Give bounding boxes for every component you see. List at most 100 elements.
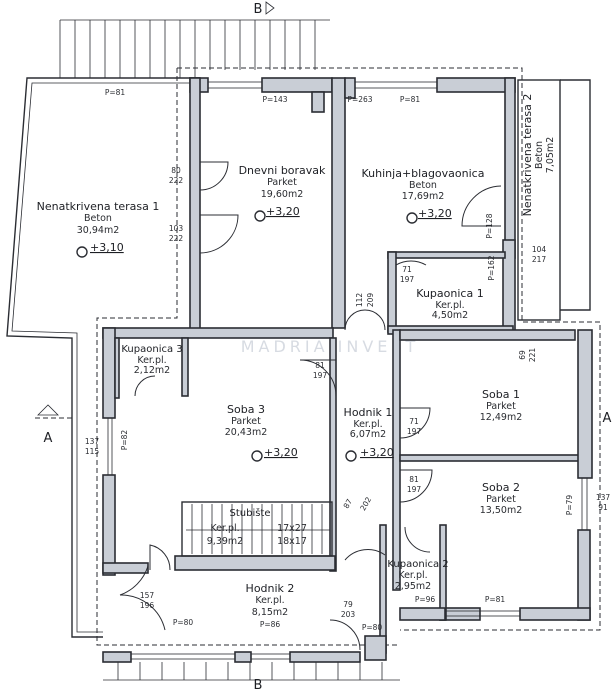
plan-label: Kuhinja+blagovaonica [362, 167, 485, 180]
balcony-railing-top [59, 19, 330, 78]
plan-label: 197 [400, 275, 415, 284]
room-kupaonica-2: Kupaonica 2 Ker.pl. 2,95m2 [387, 559, 448, 592]
plan-label: +3,20 [360, 446, 394, 459]
balcony-railing-bottom [103, 662, 400, 681]
level-marker-icons [76, 210, 418, 462]
plan-label: 197 [407, 427, 422, 436]
plan-label: 137 [85, 437, 100, 446]
plan-label: Soba 1 [482, 388, 520, 401]
plan-label: 197 [313, 371, 328, 380]
section-marker-a-left: A [44, 431, 53, 446]
room-hodnik-2: Hodnik 2 Ker.pl. 8,15m2 [246, 582, 295, 618]
plan-label: 157 [140, 591, 155, 600]
plan-label: P=80 [173, 618, 194, 627]
plan-label: Hodnik 2 [246, 582, 295, 595]
plan-label: 9,39m2 [207, 536, 243, 547]
section-marker-a-right: A [603, 411, 612, 426]
plan-label: 19,60m2 [261, 189, 304, 200]
windows [107, 81, 588, 660]
plan-label: 222 [169, 234, 184, 243]
plan-label: 80 [171, 166, 181, 175]
dimension-labels: P=81 P=143 P=263 P=81 80 222 103 222 104… [85, 88, 611, 632]
plan-label: +3,20 [264, 446, 298, 459]
section-marker-b-bottom: B [254, 678, 263, 690]
plan-label: P=79 [565, 495, 574, 516]
plan-label: 79 [343, 600, 353, 609]
room-dnevni-boravak: Dnevni boravak Parket 19,60m2 +3,20 [239, 164, 326, 218]
plan-label: Parket [486, 401, 516, 412]
plan-label: +3,20 [266, 205, 300, 218]
plan-label: P=96 [415, 595, 436, 604]
plan-label: 2,95m2 [395, 581, 431, 592]
plan-label: P=162 [487, 255, 496, 280]
plan-label: P=86 [260, 620, 281, 629]
room-kuhinja-blagovaonica: Kuhinja+blagovaonica Beton 17,69m2 +3,20 [362, 167, 485, 220]
plan-label: 91 [598, 503, 608, 512]
room-hodnik-1: Hodnik 1 Ker.pl. 6,07m2 +3,20 [344, 406, 394, 459]
room-kupaonica-1: Kupaonica 1 Ker.pl. 4,50m2 [416, 287, 483, 321]
plan-label: 112 [355, 293, 364, 308]
plan-label: Ker.pl. [255, 595, 284, 606]
plan-label: 87 [342, 497, 355, 510]
terrace-1-outline [6, 77, 200, 638]
plan-label: P=81 [400, 95, 421, 104]
room-terasa-2: Nenatkrivena terasa 2 Beton 7,05m2 [521, 94, 556, 217]
room-terasa-1: Nenatkrivena terasa 1 Beton 30,94m2 +3,1… [37, 200, 160, 254]
plan-label: 202 [358, 495, 373, 512]
plan-label: P=81 [105, 88, 126, 97]
watermark-logo: MADRIA INVEST [241, 337, 420, 356]
plan-label: 2,12m2 [134, 365, 170, 376]
plan-label: 103 [169, 224, 184, 233]
plan-label: Kupaonica 2 [387, 559, 448, 570]
plan-label: 8,15m2 [252, 607, 288, 618]
plan-label: Nenatkrivena terasa 2 [521, 94, 534, 217]
plan-label: 209 [366, 293, 375, 308]
plan-label: 12,49m2 [480, 412, 523, 423]
walls [102, 77, 593, 663]
plan-label: Ker.pl. [137, 355, 166, 366]
staircase [181, 501, 333, 557]
room-kupaonica-3: Kupaonica 3 Ker.pl. 2,12m2 [121, 344, 182, 376]
plan-label: 17x27 [277, 523, 307, 534]
plan-label: 7,05m2 [545, 137, 556, 173]
plan-label: 203 [341, 610, 356, 619]
plan-label: +3,10 [90, 241, 124, 254]
plan-label: Ker.pl. [353, 419, 382, 430]
plan-label: Soba 3 [227, 403, 265, 416]
plan-label: 69 [518, 350, 527, 360]
plan-label: P=143 [262, 95, 287, 104]
room-soba-3: Soba 3 Parket 20,43m2 +3,20 [225, 403, 298, 459]
plan-label: 217 [532, 255, 547, 264]
plan-label: Ker.pl. [210, 523, 239, 534]
plan-label: Parket [486, 494, 516, 505]
plan-label: Parket [231, 416, 261, 427]
plan-label: 18x17 [277, 536, 307, 547]
room-soba-1: Soba 1 Parket 12,49m2 [480, 388, 523, 423]
plan-label: 137 [596, 493, 611, 502]
plan-label: Beton [409, 180, 437, 191]
plan-label: P=81 [485, 595, 506, 604]
plan-label: 13,50m2 [480, 505, 523, 516]
plan-label: Kupaonica 3 [121, 344, 182, 355]
plan-label: Stubište [229, 507, 270, 519]
section-arrow-icon [265, 1, 275, 15]
plan-label: Parket [267, 177, 297, 188]
plan-label: 196 [140, 601, 155, 610]
plan-label: 71 [409, 417, 419, 426]
plan-label: 222 [169, 176, 184, 185]
plan-label: 104 [532, 245, 547, 254]
plan-label: 81 [315, 361, 325, 370]
plan-label: Beton [534, 141, 545, 169]
plan-label: Kupaonica 1 [416, 287, 483, 300]
section-marker-b-top: B [254, 2, 263, 17]
plan-label: 197 [407, 485, 422, 494]
plan-label: P=80 [362, 623, 383, 632]
plan-label: P=82 [120, 430, 129, 451]
plan-label: Soba 2 [482, 481, 520, 494]
plan-label: P=263 [347, 95, 372, 104]
plan-label: Beton [84, 213, 112, 224]
doors [119, 161, 502, 651]
plan-label: 221 [528, 348, 537, 363]
plan-label: 17,69m2 [402, 191, 445, 202]
